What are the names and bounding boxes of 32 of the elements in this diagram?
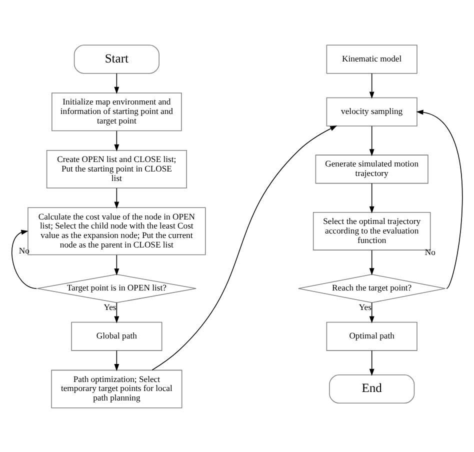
node-box: Initialize map environment and information of starting point and target point: [52, 92, 182, 131]
node-box: Generate simulated motion trajectory: [315, 154, 428, 184]
node-box: Create OPEN list and CLOSE list; Put the starting point in CLOSE list: [46, 149, 187, 188]
arrow: [369, 72, 374, 98]
node-box: velocity sampling: [326, 96, 418, 126]
arrow: [369, 182, 374, 213]
arrow: [114, 350, 120, 371]
edge-label: Yes: [358, 301, 372, 312]
node-box: Start: [74, 44, 160, 74]
arrow: [416, 109, 463, 288]
node-box: Kinematic model: [326, 44, 418, 74]
edge-label: No: [18, 244, 30, 255]
arrow: [114, 254, 120, 276]
arrow: [369, 125, 374, 156]
edge-label: Yes: [104, 301, 116, 312]
node-box: End: [329, 374, 415, 404]
arrow: [114, 130, 120, 151]
node-diamond: Reach the target point?: [298, 274, 446, 303]
node-box: Path optimization; Select temporary target points for local path planning: [51, 369, 182, 408]
arrow: [114, 187, 120, 208]
arrow: [114, 302, 120, 323]
node-box: Global path: [71, 321, 162, 350]
arrow: [152, 125, 338, 370]
node-diamond: Target point is in OPEN list?: [36, 274, 196, 303]
arrow: [114, 72, 120, 94]
node-box: Calculate the cost value of the node in OPEN list; Select the child node with the least Cost value as the expansion node; Put the current node as the parent in CLOSE list: [28, 206, 206, 255]
node-box: Select the optimal trajectory according to the evaluation function: [312, 211, 431, 250]
arrow: [369, 350, 374, 376]
arrow: [369, 249, 374, 275]
arrow: [12, 229, 37, 288]
node-box: Optimal path: [326, 321, 418, 350]
arrow: [369, 302, 374, 323]
